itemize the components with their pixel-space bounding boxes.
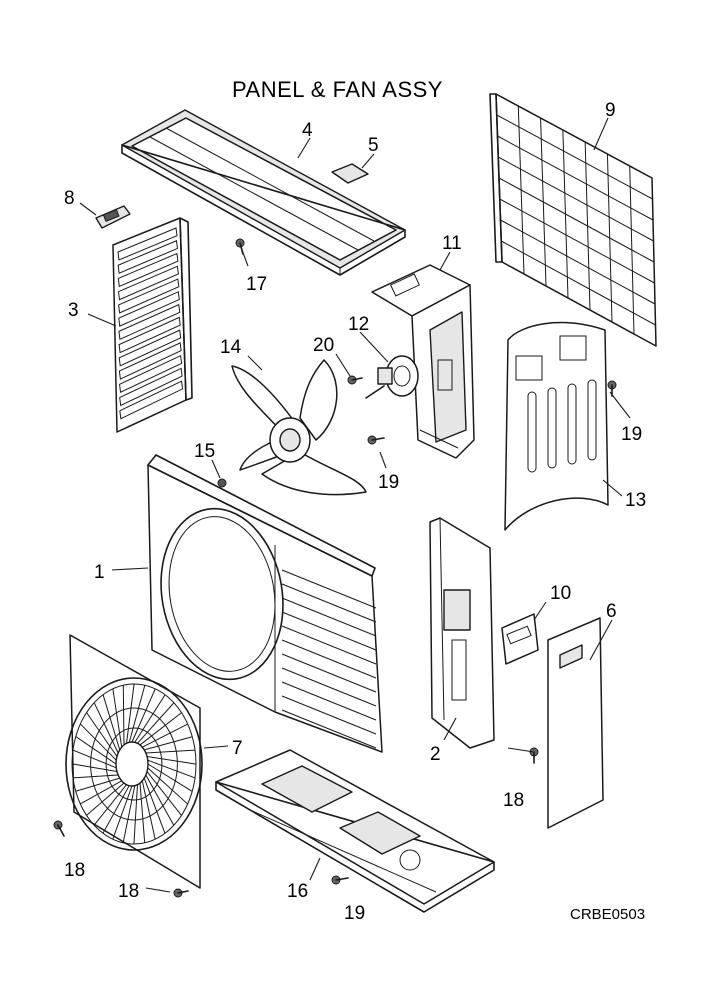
label-part-8: 8 — [64, 188, 75, 209]
part-18-screw-a — [529, 747, 539, 764]
label-part-7: 7 — [232, 738, 243, 759]
label-part-18-left: 18 — [64, 860, 85, 881]
label-part-1: 1 — [94, 562, 105, 583]
part-1-front-panel — [147, 454, 383, 753]
part-6-corner-panel — [547, 617, 604, 829]
label-part-19-center: 19 — [378, 472, 399, 493]
label-part-6: 6 — [606, 601, 617, 622]
label-part-3: 3 — [68, 300, 79, 321]
label-part-4: 4 — [302, 120, 313, 141]
label-part-19-bottom: 19 — [344, 903, 365, 924]
part-3-side-grille — [112, 217, 193, 433]
label-part-12: 12 — [348, 314, 369, 335]
label-part-17: 17 — [246, 274, 267, 295]
label-part-18-right: 18 — [503, 790, 524, 811]
part-13-rear-side-panel — [504, 321, 609, 531]
drawing-code: CRBE0503 — [570, 906, 645, 923]
part-16-base-pan — [215, 749, 495, 913]
label-part-19-right: 19 — [621, 424, 642, 445]
part-11-motor-bracket — [371, 264, 475, 459]
label-part-18-bottom: 18 — [118, 881, 139, 902]
part-10-cover — [501, 613, 539, 665]
label-part-9: 9 — [605, 100, 616, 121]
label-part-14: 14 — [220, 337, 242, 358]
part-14-fan-propeller — [231, 359, 367, 496]
part-19-screw-c — [331, 875, 349, 885]
label-part-5: 5 — [368, 135, 379, 156]
label-part-11: 11 — [442, 233, 462, 254]
part-15-nut — [217, 478, 227, 488]
part-9-rear-grille — [489, 93, 657, 347]
leader-lines — [79, 117, 631, 893]
part-4-top-panel — [121, 109, 406, 276]
label-part-15: 15 — [194, 441, 215, 462]
part-18-screw-c — [173, 888, 189, 898]
label-part-2: 2 — [430, 744, 441, 765]
label-part-20: 20 — [313, 335, 334, 356]
part-12-motor — [365, 355, 419, 399]
part-2-partition — [429, 517, 495, 749]
label-part-13: 13 — [625, 490, 646, 511]
part-19-screw-a — [367, 435, 385, 445]
part-20-screw — [347, 375, 363, 385]
part-8-clip — [95, 205, 131, 229]
label-part-10: 10 — [550, 583, 571, 604]
part-18-screw-b — [53, 820, 65, 837]
part-7-fan-guard — [65, 634, 203, 889]
label-part-16: 16 — [287, 881, 308, 902]
diagram-title: PANEL & FAN ASSY — [232, 77, 443, 102]
part-5-label — [331, 163, 369, 184]
